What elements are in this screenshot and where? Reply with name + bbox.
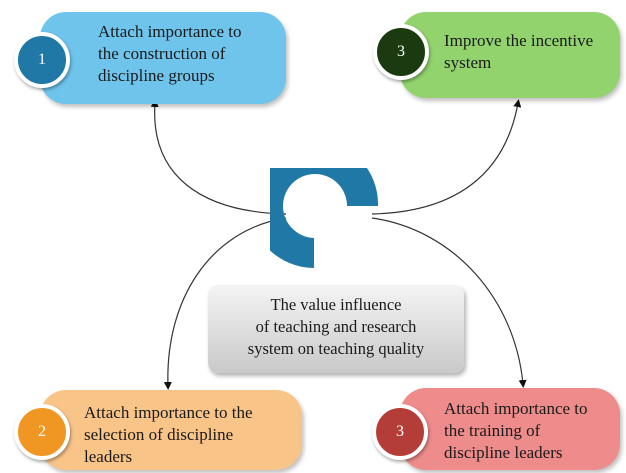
number-badge-4: 3	[372, 404, 428, 460]
box-2-text: Improve the incentive system	[444, 31, 594, 72]
arrow-to-box-4	[371, 217, 527, 388]
box-training-of-discipline-leaders: Attach importance to the training of dis…	[400, 388, 620, 470]
number-badge-3: 2	[14, 404, 70, 460]
box-1-text: Attach importance to the construction of…	[98, 22, 242, 85]
box-construction-of-discipline-groups: Attach importance to the construction of…	[40, 12, 286, 104]
arrow-to-box-2	[371, 99, 522, 215]
box-improve-incentive-system: Improve the incentive system	[400, 12, 620, 98]
box-selection-of-discipline-leaders: Attach importance to the selection of di…	[40, 390, 302, 470]
box-4-text: Attach importance to the training of dis…	[444, 399, 588, 462]
number-badge-1: 1	[14, 32, 70, 88]
arrow-to-box-3	[163, 217, 287, 390]
center-logo-icon	[270, 168, 379, 268]
arrow-to-box-1	[150, 99, 287, 215]
box-3-text: Attach importance to the selection of di…	[84, 403, 253, 466]
center-logo-shape	[270, 168, 379, 268]
number-badge-2: 3	[373, 24, 429, 80]
center-title-box: The value influence of teaching and rese…	[208, 285, 464, 373]
